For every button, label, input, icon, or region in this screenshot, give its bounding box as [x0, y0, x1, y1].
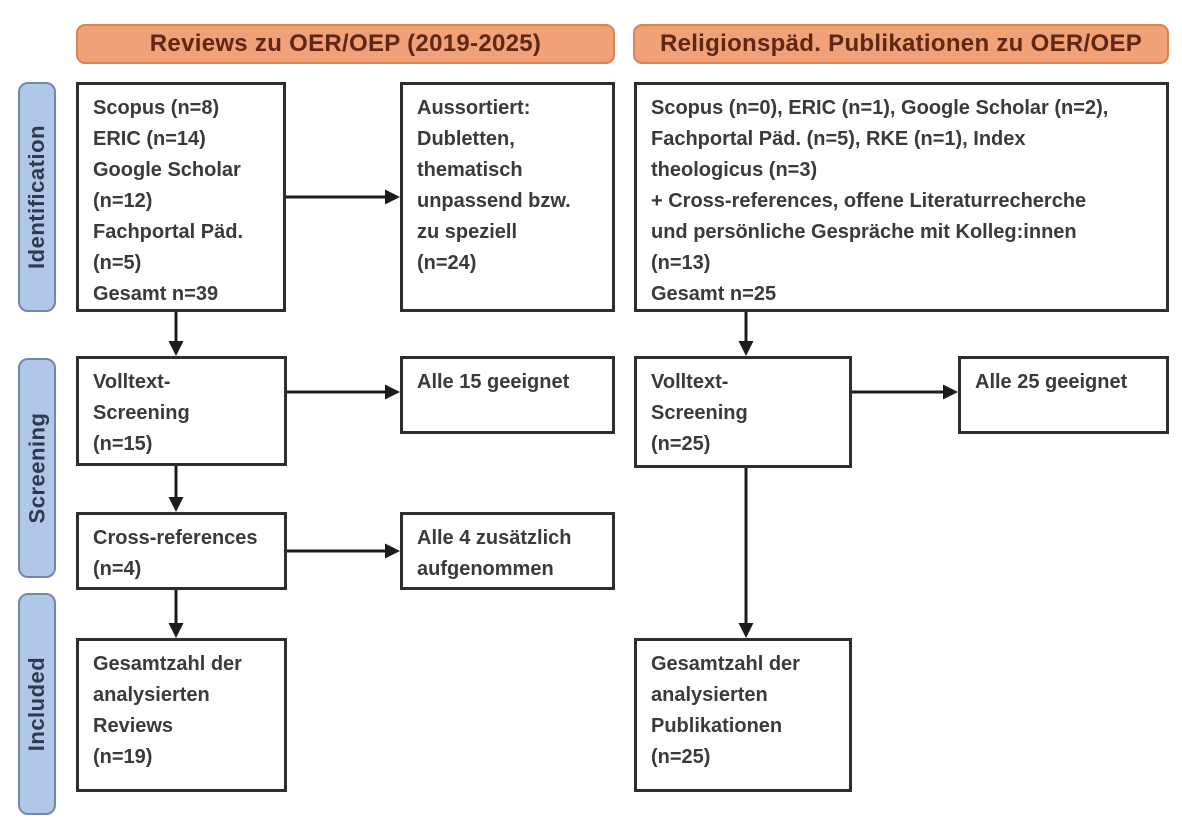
stage-label-included: Included: [18, 593, 56, 815]
text-line: Screening: [651, 402, 748, 424]
text-line: + Cross-references, offene Literaturrech…: [651, 190, 1087, 212]
text-line: (n=19): [93, 746, 153, 768]
text-line: theologicus (n=3): [651, 159, 818, 181]
text-line: Gesamt n=25: [651, 283, 777, 305]
text-line: Scopus (n=0), ERIC (n=1), Google Scholar…: [651, 97, 1109, 119]
stage-label-included-text: Included: [24, 656, 50, 752]
text-line: zu speziell: [417, 221, 518, 243]
text-line: (n=12): [93, 190, 153, 212]
stage-label-screening: Screening: [18, 358, 56, 578]
text-line: Cross-references: [93, 527, 258, 549]
column-header-reviews-label: Reviews zu OER/OEP (2019-2025): [149, 30, 542, 57]
text-line: (n=13): [651, 252, 711, 274]
box-left-cross-references: Cross-references (n=4): [76, 512, 287, 590]
box-left-excluded: Aussortiert: Dubletten, thematisch unpassen…: [400, 82, 615, 312]
text-line: ERIC (n=14): [93, 128, 206, 150]
text-line: Fachportal Päd.: [93, 221, 244, 243]
text-line: (n=25): [651, 746, 711, 768]
box-left-fulltext-result: Alle 15 geeignet: [400, 356, 615, 434]
text-line: und persönliche Gespräche mit Kolleg:inn…: [651, 221, 1077, 243]
box-left-cross-references-result: Alle 4 zusätzlich aufgenommen: [400, 512, 615, 590]
text-line: (n=15): [93, 433, 153, 455]
text-line: Volltext-: [93, 371, 171, 393]
column-header-religionspaed-label: Religionspäd. Publikationen zu OER/OEP: [659, 30, 1143, 57]
stage-label-identification-text: Identification: [24, 125, 50, 269]
column-header-reviews: Reviews zu OER/OEP (2019-2025): [76, 24, 615, 64]
text-line: (n=25): [651, 433, 711, 455]
text-line: analysierten: [651, 684, 768, 706]
box-right-fulltext-result: Alle 25 geeignet: [958, 356, 1169, 434]
text-line: Alle 4 zusätzlich: [417, 527, 572, 549]
box-right-identification-sources: Scopus (n=0), ERIC (n=1), Google Scholar…: [634, 82, 1169, 312]
text-line: Alle 25 geeignet: [975, 371, 1128, 393]
text-line: (n=4): [93, 558, 142, 580]
text-line: Google Scholar: [93, 159, 241, 181]
text-line: Screening: [93, 402, 190, 424]
text-line: Volltext-: [651, 371, 729, 393]
text-line: Fachportal Päd. (n=5), RKE (n=1), Index: [651, 128, 1026, 150]
text-line: Gesamtzahl der: [651, 653, 800, 675]
column-header-religionspaed: Religionspäd. Publikationen zu OER/OEP: [633, 24, 1169, 64]
text-line: Reviews: [93, 715, 174, 737]
text-line: unpassend bzw.: [417, 190, 571, 212]
box-left-fulltext-screening: Volltext- Screening (n=15): [76, 356, 287, 466]
text-line: Dubletten,: [417, 128, 515, 150]
text-line: thematisch: [417, 159, 523, 181]
text-line: aufgenommen: [417, 558, 554, 580]
text-line: Alle 15 geeignet: [417, 371, 570, 393]
text-line: (n=24): [417, 252, 477, 274]
text-line: Gesamt n=39: [93, 283, 219, 305]
text-line: Scopus (n=8): [93, 97, 220, 119]
text-line: Publikationen: [651, 715, 783, 737]
box-right-fulltext-screening: Volltext- Screening (n=25): [634, 356, 852, 468]
text-line: Gesamtzahl der: [93, 653, 242, 675]
stage-label-identification: Identification: [18, 82, 56, 312]
text-line: analysierten: [93, 684, 210, 706]
text-line: Aussortiert:: [417, 97, 531, 119]
text-line: (n=5): [93, 252, 142, 274]
box-left-identification-sources: Scopus (n=8) ERIC (n=14) Google Scholar (n=…: [76, 82, 286, 312]
stage-label-screening-text: Screening: [24, 412, 49, 524]
